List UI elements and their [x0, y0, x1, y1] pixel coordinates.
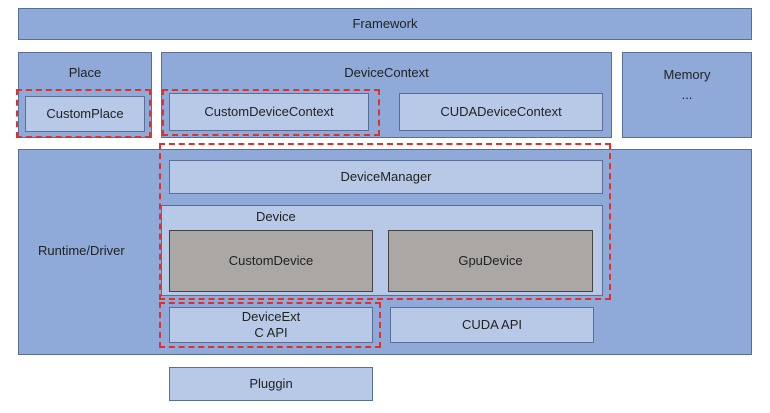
gpu-device-label: GpuDevice [458, 252, 523, 268]
custom-device-label: CustomDevice [228, 252, 314, 268]
runtime-custom-highlight [159, 143, 611, 300]
memory-layer: Memory ... [622, 52, 752, 138]
device-context-title: DeviceContext [344, 65, 429, 80]
framework-layer: Framework [18, 8, 752, 40]
framework-label: Framework [352, 15, 418, 31]
pluggin-box: Pluggin [169, 367, 373, 401]
place-title: Place [68, 65, 102, 80]
device-ext-c-api-box: DeviceExt C API [169, 307, 373, 343]
pluggin-label: Pluggin [249, 375, 293, 391]
cuda-api-box: CUDA API [390, 307, 594, 343]
custom-place-label: CustomPlace [46, 105, 124, 121]
cuda-api-label: CUDA API [462, 316, 522, 332]
custom-place-highlight [16, 89, 151, 138]
device-title: Device [256, 209, 296, 224]
custom-device-context-label: CustomDeviceContext [204, 103, 334, 119]
runtime-driver-title: Runtime/Driver [38, 243, 125, 258]
c-api-label: C API [254, 325, 288, 340]
cuda-device-context-box: CUDADeviceContext [399, 93, 603, 131]
custom-device-box: CustomDevice [169, 230, 373, 292]
memory-ellipsis: ... [681, 87, 693, 102]
device-manager-box: DeviceManager [169, 160, 603, 194]
device-ext-label: DeviceExt [241, 308, 301, 324]
device-manager-label: DeviceManager [340, 168, 432, 184]
gpu-device-box: GpuDevice [388, 230, 593, 292]
device-ext-highlight [159, 302, 381, 348]
custom-place-box: CustomPlace [25, 96, 145, 132]
memory-title: Memory [663, 67, 711, 82]
cuda-device-context-label: CUDADeviceContext [440, 103, 562, 119]
custom-device-context-highlight [162, 89, 380, 136]
custom-device-context-box: CustomDeviceContext [169, 93, 369, 131]
